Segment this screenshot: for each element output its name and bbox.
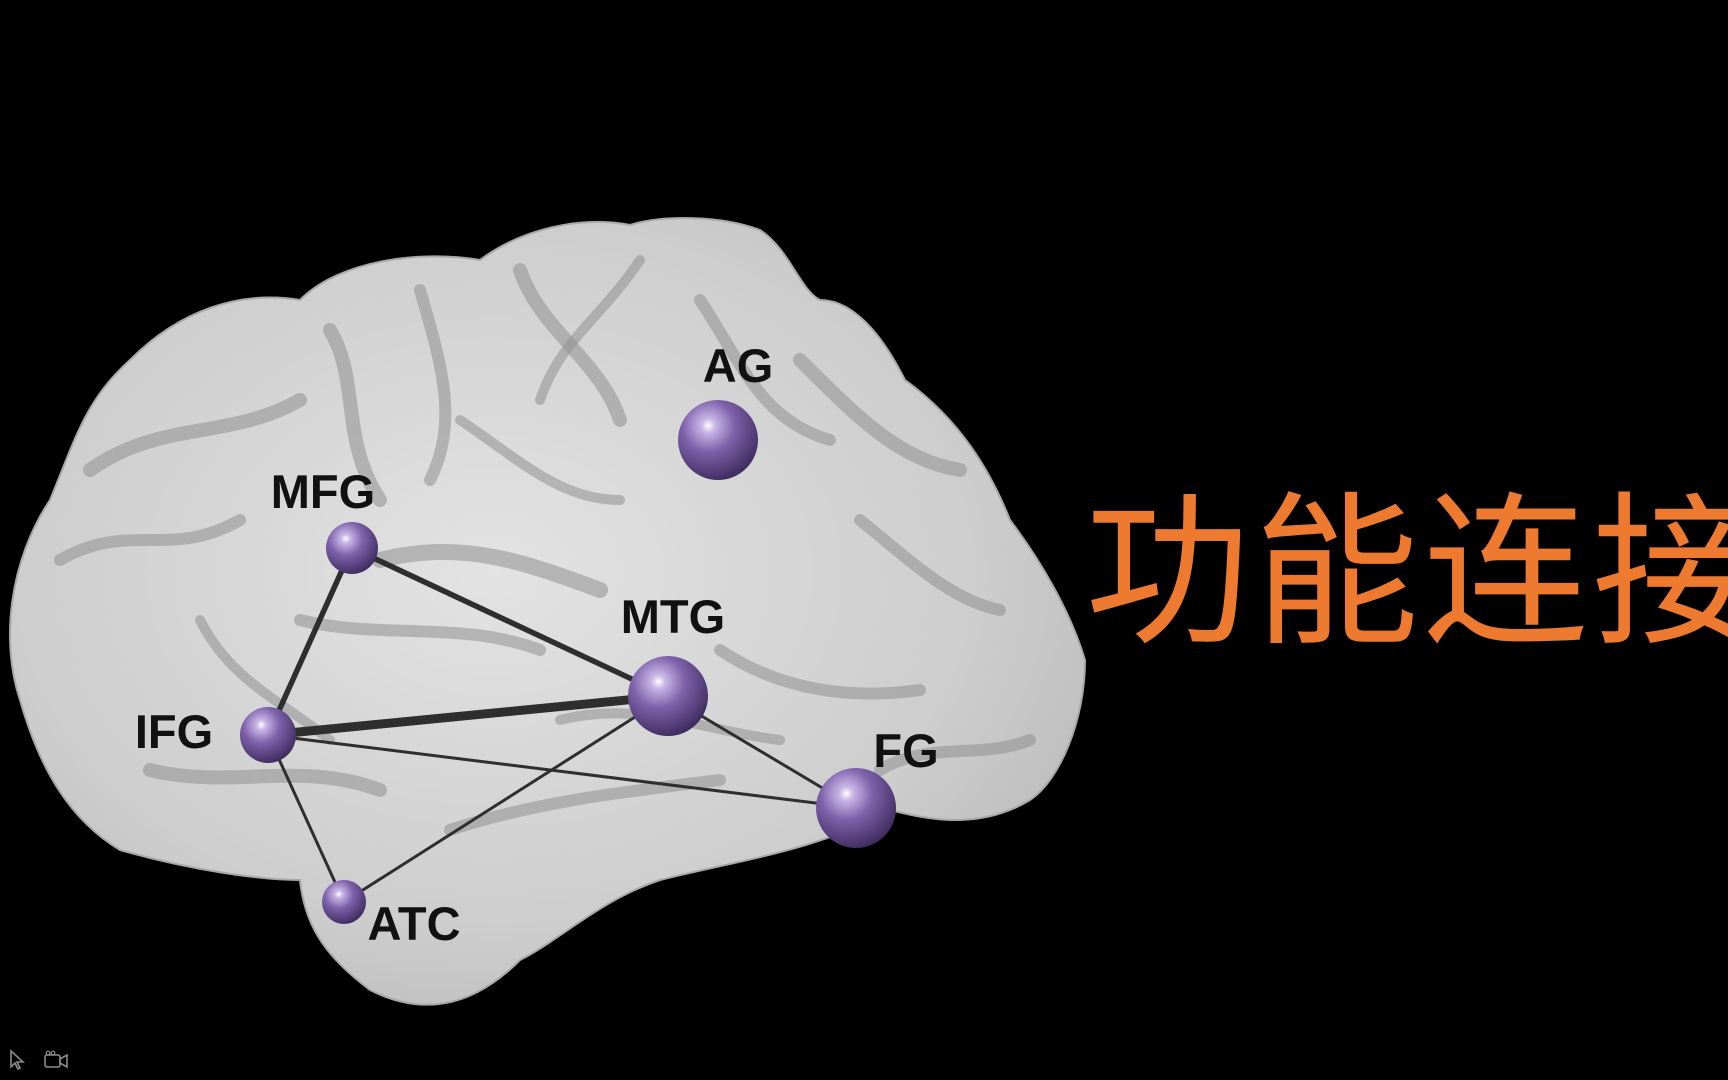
edge-ifg-fg (266, 733, 858, 810)
brain-outline (9, 217, 1087, 1006)
connection-edges (263, 545, 858, 904)
region-labels: AG MFG MTG IFG FG ATC (135, 339, 939, 950)
edge-ifg-atc (266, 733, 346, 904)
node-fg (816, 768, 896, 848)
node-atc (322, 880, 366, 924)
edge-ifg-mtg (263, 691, 673, 740)
cursor-icon[interactable] (4, 1046, 32, 1074)
region-nodes (240, 400, 896, 924)
node-ifg (240, 707, 296, 763)
camera-icon[interactable] (42, 1046, 70, 1074)
node-mfg (326, 522, 378, 574)
brain-sulci (54, 255, 1036, 836)
label-ifg: IFG (135, 705, 213, 758)
node-ag (678, 400, 758, 480)
label-fg: FG (873, 724, 938, 777)
label-atc: ATC (367, 897, 460, 950)
node-mtg (628, 656, 708, 736)
edge-mfg-ifg (265, 545, 355, 738)
presentation-toolbar (4, 1046, 70, 1074)
edge-atc-mtg (342, 694, 670, 904)
edge-mfg-mtg (349, 545, 671, 699)
label-mfg: MFG (271, 465, 375, 518)
label-mtg: MTG (621, 590, 725, 643)
slide-title: 功能连接 (1085, 477, 1728, 669)
label-ag: AG (703, 339, 774, 392)
